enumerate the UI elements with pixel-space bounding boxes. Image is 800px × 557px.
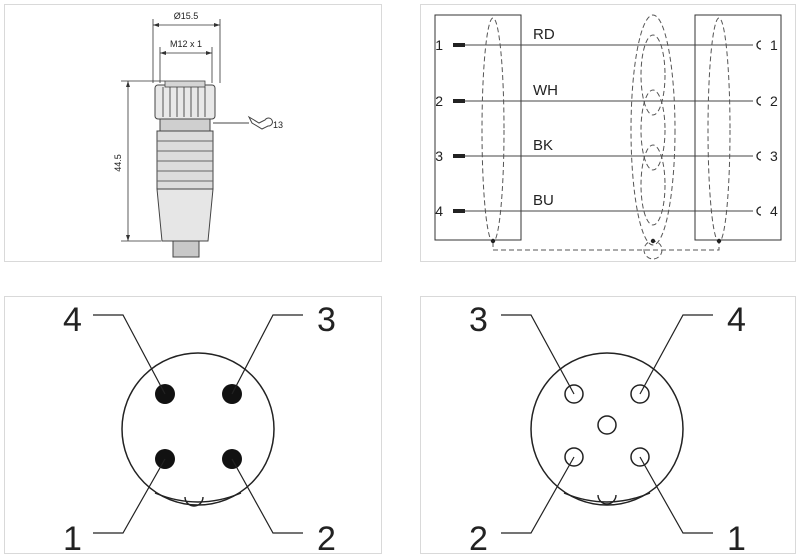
right-pin-3: 3 [770,148,778,164]
wire-color-3: BK [533,137,553,154]
left-pin-2: 2 [435,93,443,109]
female-leader-3 [501,314,575,395]
male-leader-1 [93,458,166,534]
male-label-2: 2 [317,520,336,555]
male-label-4: 4 [63,301,82,339]
wire-color-4: BU [533,192,554,209]
left-connector-box [434,14,522,241]
left-pin-1: 1 [435,37,443,53]
female-label-2: 2 [469,520,488,555]
wire-color-2: WH [533,82,558,99]
wire-color-1: RD [533,26,555,43]
male-leader-3 [231,314,303,395]
length-label: 44.5 [113,154,123,172]
connector-dimension-drawing: Ø15.5 M12 x 1 44.5 [113,11,283,258]
male-key-notch [184,496,204,507]
right-connector-box [694,14,782,241]
right-pin-1: 1 [770,37,778,53]
right-pin-2: 2 [770,93,778,109]
female-socket-face: 3 4 2 1 [469,301,746,555]
connector-dimension-panel: Ø15.5 M12 x 1 44.5 [4,4,382,262]
male-pin-face: 4 3 1 2 [63,301,336,555]
wrench-size-label: 13 [273,120,283,130]
male-leader-2 [231,458,303,534]
hex-section [159,118,211,132]
male-pin-face-panel: 4 3 1 2 [4,296,382,555]
male-label-1: 1 [63,520,82,555]
female-leader-2 [501,456,575,534]
diameter-label: Ø15.5 [174,11,199,21]
left-pin-3: 3 [435,148,443,164]
male-label-3: 3 [317,301,336,339]
cable-end [172,240,200,258]
female-socket-face-panel: 3 4 2 1 [420,296,796,555]
female-key-notch [597,494,617,505]
connector-body [156,130,214,242]
left-shield [481,17,505,243]
right-pin-4: 4 [770,203,778,219]
female-label-4: 4 [727,301,746,339]
left-pin-4: 4 [435,203,443,219]
female-leader-1 [639,456,713,534]
wrench-icon [213,115,273,130]
female-leader-4 [639,314,713,395]
wiring-diagram-panel: 1 2 3 4 1 2 3 4 RD WH BK BU [420,4,796,262]
knurled-nut [154,80,216,120]
female-socket-center [597,415,617,435]
female-label-3: 3 [469,301,488,339]
right-shield [707,17,731,243]
male-leader-4 [93,314,166,395]
male-face-outline [121,352,275,506]
female-label-1: 1 [727,520,746,555]
wiring-diagram: 1 2 3 4 1 2 3 4 RD WH BK BU [434,14,782,260]
thread-label: M12 x 1 [170,39,202,49]
cable-shield-outer [630,14,676,246]
